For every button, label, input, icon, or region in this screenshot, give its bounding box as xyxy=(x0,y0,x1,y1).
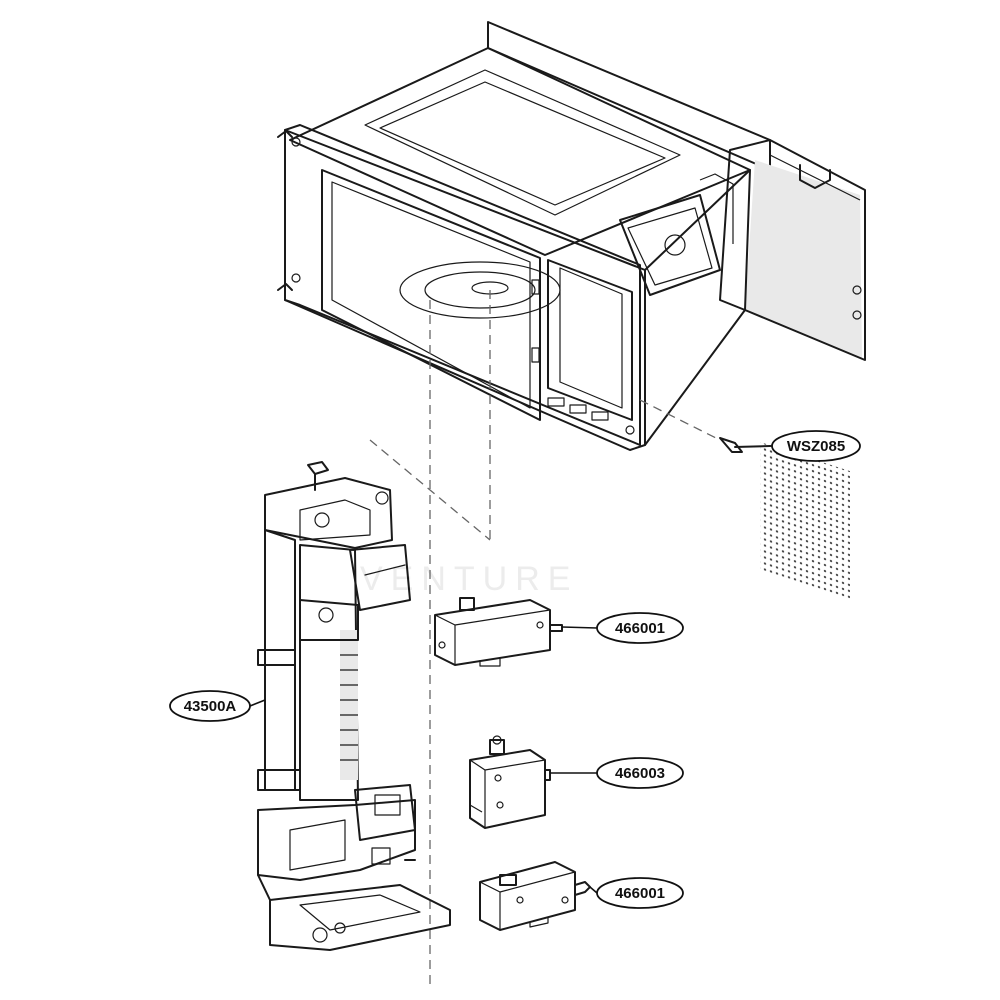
assembly-lines xyxy=(369,290,721,990)
callout-466001-bottom: 466001 xyxy=(596,877,684,909)
callout-466001-bottom-label: 466001 xyxy=(615,885,665,902)
watermark-text: VENTURE xyxy=(360,560,578,598)
microwave-cavity xyxy=(277,21,866,602)
callout-wsz085-label: WSZ085 xyxy=(787,438,845,455)
callout-466003-label: 466003 xyxy=(615,765,665,782)
screw-wsz085 xyxy=(719,437,771,453)
callout-wsz085: WSZ085 xyxy=(771,430,861,462)
callout-43500a-label: 43500A xyxy=(184,698,237,715)
callout-466003: 466003 xyxy=(596,757,684,789)
callout-43500a: 43500A xyxy=(169,690,251,722)
leader-lines xyxy=(249,445,773,894)
microswitch-bottom xyxy=(479,861,591,931)
callout-466001-top: 466001 xyxy=(596,612,684,644)
vent-perforation xyxy=(760,441,850,602)
door-latch-bracket xyxy=(257,461,451,951)
callout-466001-top-label: 466001 xyxy=(615,620,665,637)
rack-teeth xyxy=(340,639,358,761)
microswitch-top xyxy=(434,597,563,667)
microswitch-middle xyxy=(469,735,551,829)
